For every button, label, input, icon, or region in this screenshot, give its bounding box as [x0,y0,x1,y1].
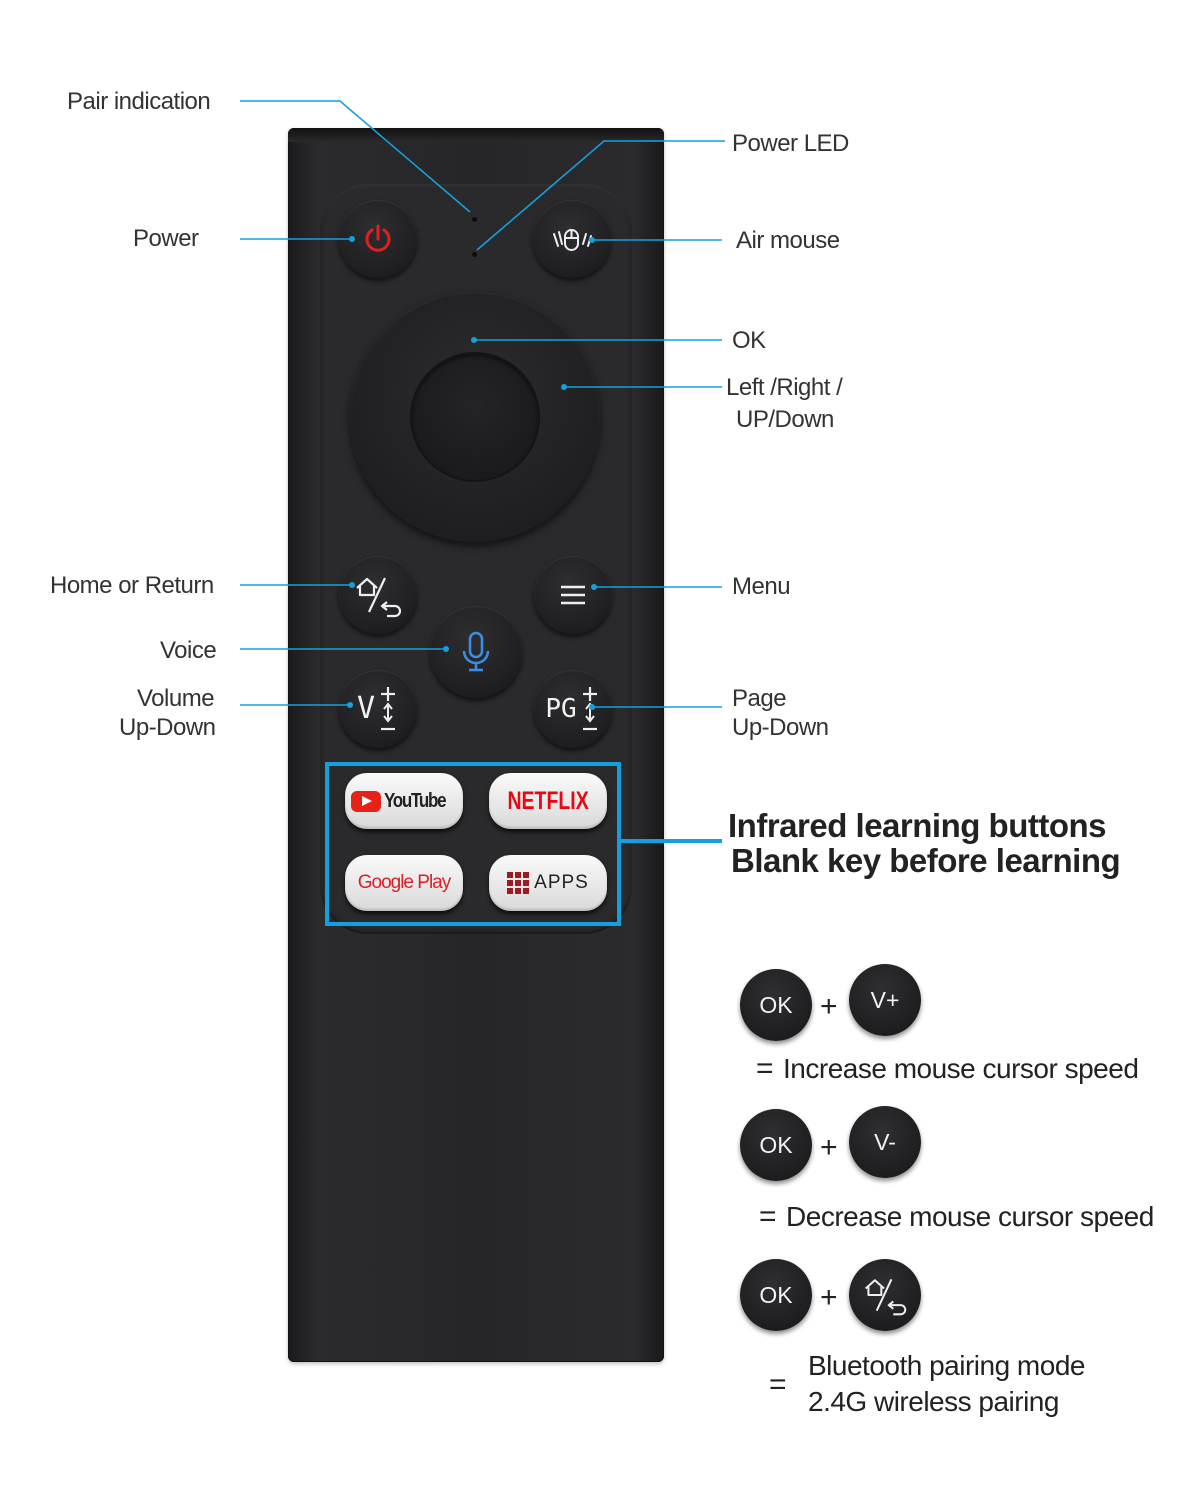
combo2-plus: + [820,1131,838,1164]
combo2-vminus-button: V- [849,1106,921,1178]
label-voice: Voice [160,637,217,664]
remote-top-edge [288,128,664,142]
google-play-key[interactable]: Google Play [345,855,463,911]
youtube-key[interactable]: YouTube [345,773,463,829]
power-icon [365,224,391,252]
pair-indicator-light [472,217,477,222]
home-return-icon [356,577,402,618]
google-play-label: Google Play [357,872,452,893]
power-led-light [472,252,477,257]
menu-button[interactable] [534,556,612,634]
combo1-result: Increase mouse cursor speed [783,1053,1139,1084]
label-pair-indication: Pair indication [67,88,211,115]
combo3-equals: = [769,1368,787,1401]
netflix-label: NETFLIX [507,786,589,815]
apps-label: APPS [534,872,589,893]
combo1-first: OK [759,991,793,1018]
menu-icon [561,585,585,605]
apps-key[interactable]: APPS [489,855,607,911]
label-home-return: Home or Return [50,572,214,599]
combo1-second: V+ [870,986,900,1013]
plus-updown-icon [381,687,396,731]
youtube-label: YouTube [384,789,447,812]
apps-logo: APPS [507,872,589,894]
combo2-second: V- [874,1128,896,1155]
label-direction-line1: Left /Right / [726,374,843,401]
combo3-result-line1: Bluetooth pairing mode [808,1350,1085,1381]
label-direction-line2: UP/Down [736,406,834,433]
combo2-result-line: = Decrease mouse cursor speed [759,1200,1154,1234]
volume-glyph: V [356,691,376,726]
combo3-plus: + [820,1281,838,1314]
combo3-home-return-button [849,1259,921,1331]
ok-button[interactable] [412,354,538,480]
combo2-ok-button: OK [740,1109,812,1181]
youtube-logo: YouTube [351,790,456,813]
home-return-icon [865,1278,907,1316]
combo2-equals: = [759,1200,777,1233]
combo2-result: Decrease mouse cursor speed [786,1201,1154,1232]
home-return-button[interactable] [339,556,417,634]
label-page-line1: Page [732,685,787,712]
label-air-mouse: Air mouse [736,227,840,254]
youtube-play-icon [351,790,382,812]
combo1-result-line: = Increase mouse cursor speed [756,1052,1139,1086]
combo1-vplus-button: V+ [849,964,921,1036]
combo3-ok-button: OK [740,1259,812,1331]
label-ok: OK [732,327,766,354]
combo3-first: OK [759,1281,793,1308]
apps-grid-icon [507,872,530,894]
label-menu: Menu [732,573,791,600]
label-page-line2: Up-Down [732,714,829,741]
label-volume-line2: Up-Down [119,714,216,741]
air-mouse-button[interactable] [533,200,611,278]
page-button[interactable]: PG [534,670,612,748]
label-power-led: Power LED [732,130,849,157]
combo3-result-line2: 2.4G wireless pairing [808,1386,1059,1417]
combo2-first: OK [759,1131,793,1158]
page-glyph: PG [545,694,577,724]
label-power: Power [133,225,199,252]
plus-updown-icon [582,687,597,731]
combo1-ok-button: OK [740,969,812,1041]
direction-pad[interactable] [350,292,600,542]
combo1-plus: + [820,990,838,1023]
voice-button[interactable] [430,606,522,698]
ir-title-line2: Blank key before learning [731,842,1121,879]
combo1-equals: = [756,1052,774,1085]
netflix-key[interactable]: NETFLIX [489,773,607,829]
infrared-key-highlight [325,762,621,926]
ir-title-line1: Infrared learning buttons [728,807,1107,844]
microphone-icon [462,631,490,672]
label-volume-line1: Volume [137,685,215,712]
volume-button[interactable]: V [339,670,417,748]
